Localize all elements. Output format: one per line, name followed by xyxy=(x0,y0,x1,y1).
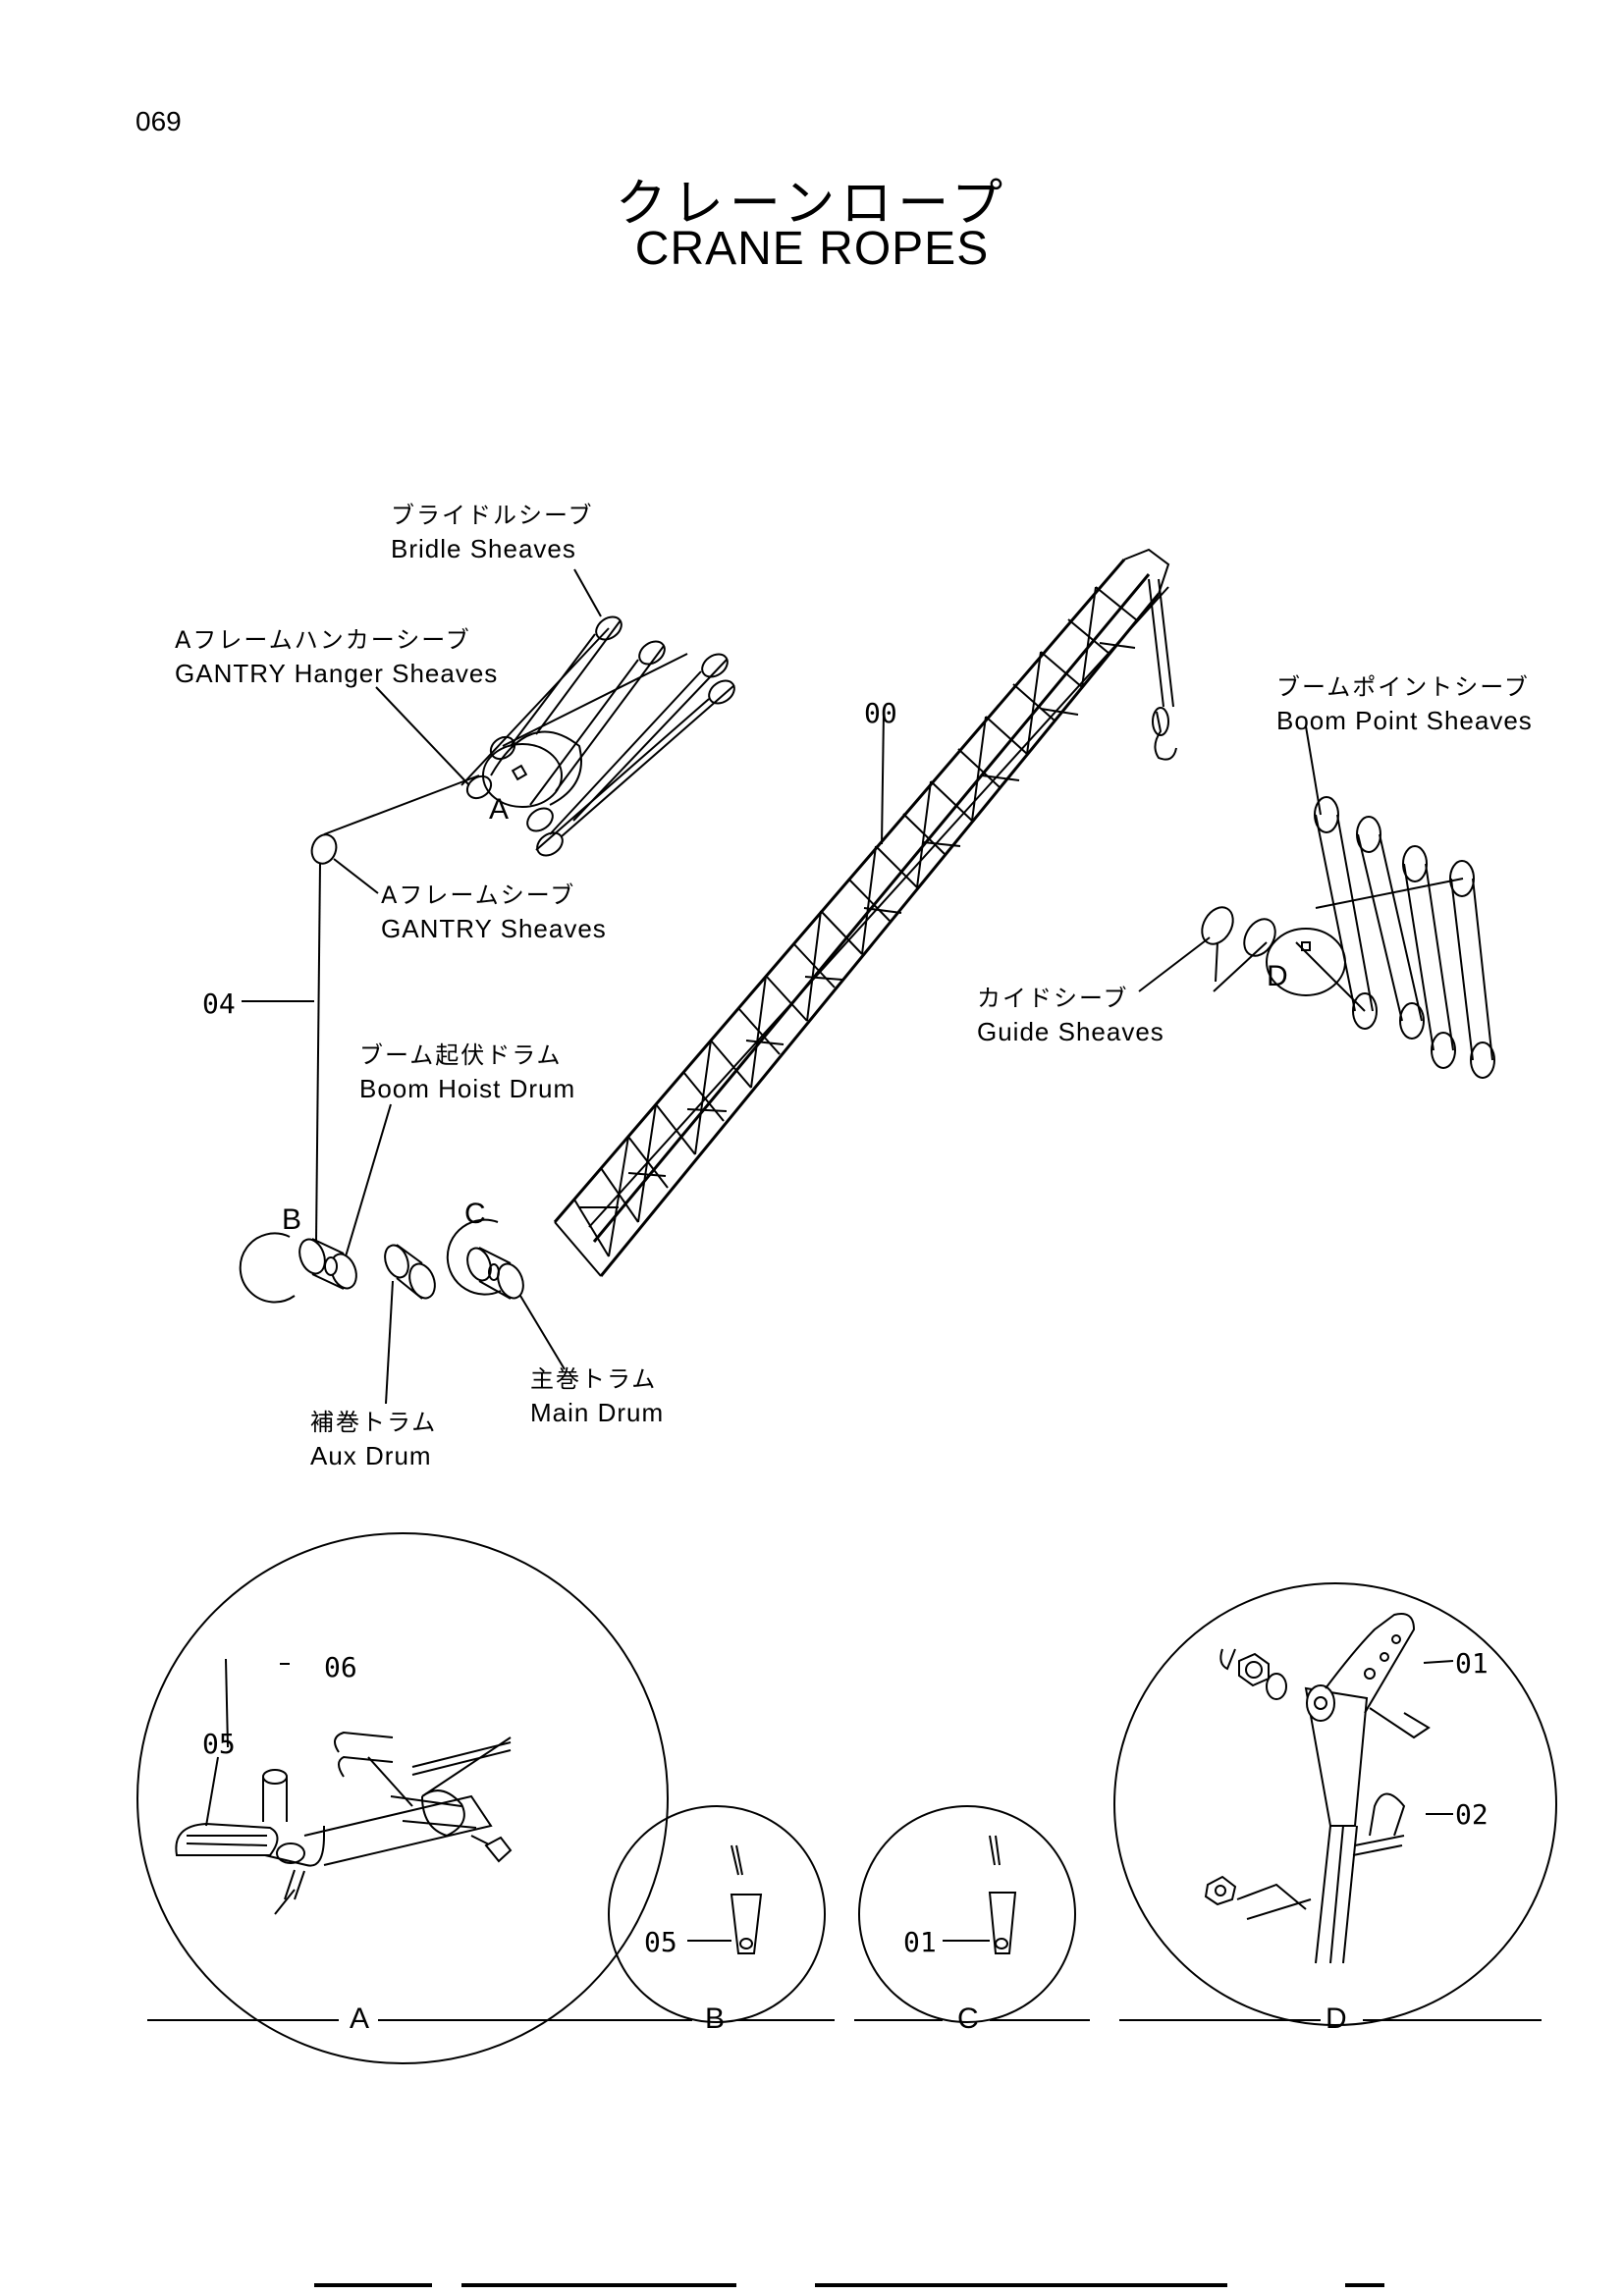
part-code-detail-c-01: 01 xyxy=(903,1926,937,1958)
detail-d-circle xyxy=(1113,1582,1557,2026)
main-drum-label-en: Main Drum xyxy=(530,1398,665,1427)
boom-hoist-drum-label-en: Boom Hoist Drum xyxy=(359,1074,576,1103)
part-code-detail-d-01: 01 xyxy=(1455,1647,1489,1680)
bridle-sheaves-label-en: Bridle Sheaves xyxy=(391,534,576,563)
view-marker-a: A xyxy=(489,793,510,826)
view-marker-c: C xyxy=(464,1198,486,1230)
bridle-sheaves-label: ブライドルシーブ Bridle Sheaves xyxy=(391,499,594,565)
boom-point-sheaves-label-en: Boom Point Sheaves xyxy=(1276,706,1533,735)
detail-d-label: D xyxy=(1326,2002,1347,2035)
part-code-rope-04: 04 xyxy=(202,988,236,1020)
detail-a-circle xyxy=(136,1532,669,2064)
view-marker-d: D xyxy=(1267,960,1288,992)
part-code-detail-a-06: 06 xyxy=(324,1651,357,1683)
view-marker-b: B xyxy=(282,1203,302,1236)
boom-point-sheaves-label: ブームポイントシーブ Boom Point Sheaves xyxy=(1276,670,1533,737)
aux-drum-label: 補巻トラム Aux Drum xyxy=(310,1406,437,1472)
main-drum-label-jp: 主巻トラム xyxy=(530,1365,658,1393)
detail-b-label: B xyxy=(705,2002,726,2035)
main-drum-label: 主巻トラム Main Drum xyxy=(530,1362,664,1429)
guide-sheaves-label-jp: カイドシーブ xyxy=(977,985,1129,1012)
bridle-sheaves-label-jp: ブライドルシーブ xyxy=(391,502,594,529)
bridle-sheaves-drawing xyxy=(310,615,735,1243)
gantry-sheaves-label-jp: Aフレームシーブ xyxy=(381,881,576,909)
boom-point-sheaves-drawing xyxy=(1266,796,1495,1079)
boom-hoist-drum-label: ブーム起伏ドラム Boom Hoist Drum xyxy=(359,1039,575,1105)
boom-lattice-drawing xyxy=(553,548,1177,1277)
gantry-hanger-sheaves-label-en: GANTRY Hanger Sheaves xyxy=(175,659,499,688)
gantry-hanger-sheaves-label-jp: Aフレームハンカーシーブ xyxy=(175,626,471,654)
detail-a-label: A xyxy=(350,2002,370,2035)
page-title-japanese: クレーンロープ xyxy=(615,175,1009,234)
drums-drawing xyxy=(239,1218,524,1304)
detail-b-circle xyxy=(608,1805,826,2023)
part-code-boom: 00 xyxy=(864,697,897,729)
page-number: 069 xyxy=(135,106,182,136)
page-title: CRANE ROPES xyxy=(634,223,990,275)
detail-c-label: C xyxy=(957,2002,979,2035)
part-code-detail-b-05: 05 xyxy=(644,1926,677,1958)
boom-hoist-drum-label-jp: ブーム起伏ドラム xyxy=(359,1041,563,1069)
detail-c-circle xyxy=(858,1805,1076,2023)
gantry-hanger-sheaves-label: Aフレームハンカーシーブ GANTRY Hanger Sheaves xyxy=(175,623,498,690)
boom-point-sheaves-label-jp: ブームポイントシーブ xyxy=(1276,673,1530,701)
footer-rule xyxy=(314,2283,1394,2289)
gantry-sheaves-label-en: GANTRY Sheaves xyxy=(381,914,607,943)
guide-sheaves-label-en: Guide Sheaves xyxy=(977,1017,1164,1046)
guide-sheaves-label: カイドシーブ Guide Sheaves xyxy=(977,982,1164,1048)
aux-drum-label-jp: 補巻トラム xyxy=(310,1409,438,1436)
part-code-detail-d-02: 02 xyxy=(1455,1798,1489,1831)
gantry-sheaves-label: Aフレームシーブ GANTRY Sheaves xyxy=(381,879,607,945)
part-code-detail-a-05: 05 xyxy=(202,1728,236,1760)
aux-drum-label-en: Aux Drum xyxy=(310,1441,432,1470)
